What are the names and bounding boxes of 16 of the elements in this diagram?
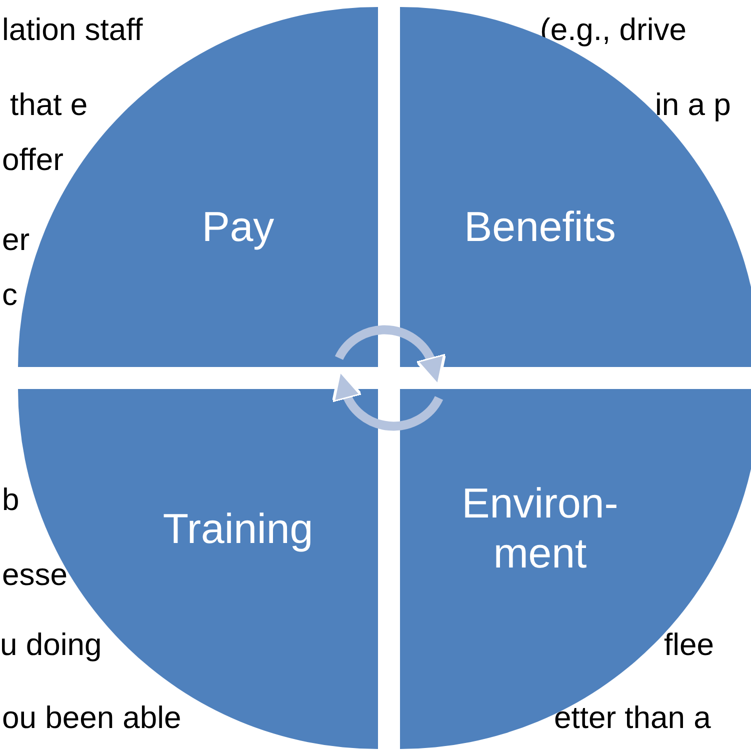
- background-text-fragment: er: [2, 224, 30, 255]
- background-text-fragment: b: [2, 484, 20, 515]
- background-text-fragment: etter than a: [554, 702, 711, 733]
- background-text-fragment: u doing: [0, 629, 102, 660]
- background-text-fragment: in a p: [655, 89, 731, 120]
- background-text-fragment: ou been able: [2, 702, 182, 733]
- quadrant-label: Training: [162, 504, 314, 554]
- background-text-fragment: offer: [2, 144, 64, 175]
- background-text-fragment: flee: [664, 629, 714, 660]
- background-text-fragment: esse: [2, 559, 68, 590]
- quadrant-label: Pay: [200, 202, 276, 252]
- background-text-fragment: lation staff: [2, 14, 143, 45]
- quadrant-label: Benefits: [463, 202, 617, 252]
- quadrant-label: Environ- ment: [460, 478, 620, 579]
- background-text-fragment: that e: [10, 89, 88, 120]
- background-text-fragment: c: [2, 279, 18, 310]
